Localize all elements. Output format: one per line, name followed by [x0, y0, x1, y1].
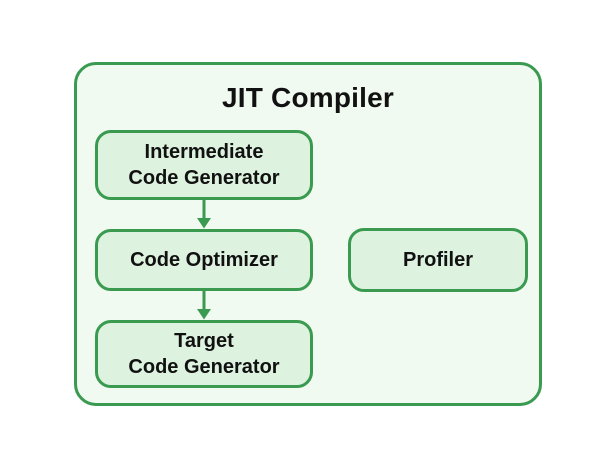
node-label-line: Code Generator [128, 356, 280, 378]
node-label-line: Intermediate [144, 141, 264, 163]
arrow-down-icon [197, 200, 211, 229]
node-label-line: Profiler [402, 249, 474, 271]
arrow-down-icon [197, 291, 211, 320]
node-label-line: Code Optimizer [130, 249, 278, 271]
diagram-title: JIT Compiler [222, 82, 394, 113]
node-label-line: Target [174, 330, 234, 352]
node-profiler: Profiler [348, 228, 528, 292]
node-label-line: Code Generator [128, 167, 280, 189]
node-intermediate-code-generator: Intermediate Code Generator [95, 130, 313, 200]
node-target-code-generator: Target Code Generator [95, 320, 313, 388]
node-code-optimizer: Code Optimizer [95, 229, 313, 291]
